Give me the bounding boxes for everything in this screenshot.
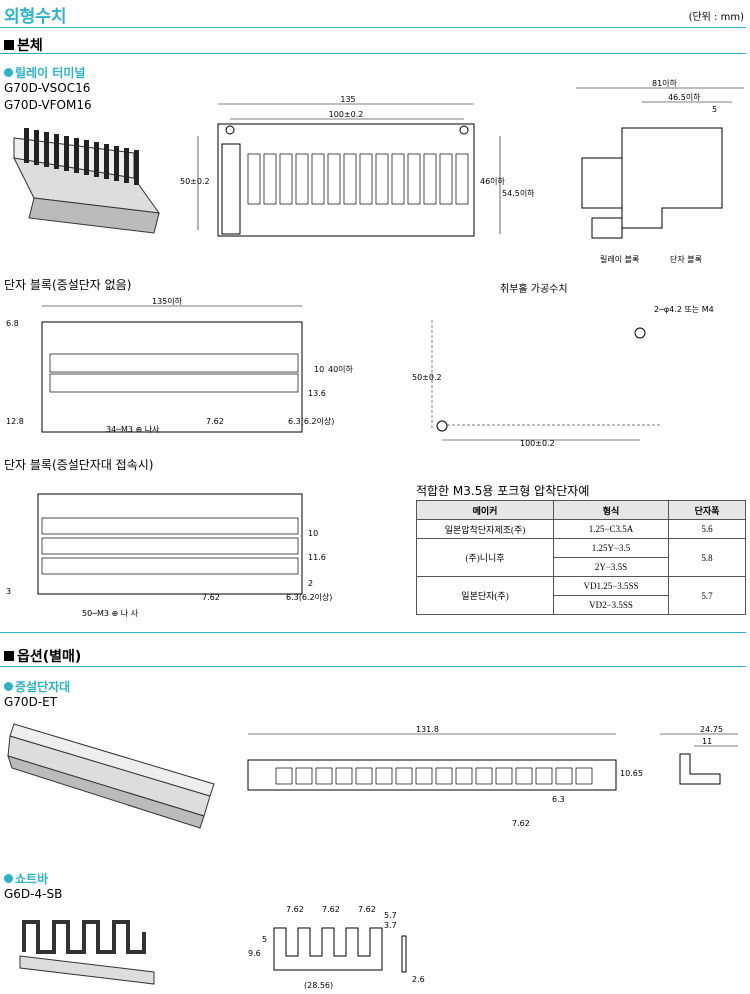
dim-135: 135: [340, 95, 355, 104]
option-top-rule: [0, 632, 746, 633]
dim-81: 81이하: [652, 78, 678, 88]
short-bar-front-drawing: 7.62 7.62 7.62 5.7 3.7 5 9.6 (28.56) 2.6: [248, 905, 425, 990]
label-terminal-block: 단자 블록: [670, 254, 702, 264]
relay-terminal-heading: 릴레이 터미널: [4, 64, 85, 81]
dim-46-5: 46.5이하: [668, 92, 701, 102]
hole-note: 2─φ4.2 또는 M4: [654, 305, 714, 314]
dim-sb-7-62-a: 7.62: [286, 905, 304, 914]
dim-5-7: 5.7: [384, 911, 397, 920]
dim-sb-5: 5: [262, 935, 267, 944]
mounting-heading: 취부홀 가공수치: [500, 284, 568, 295]
dim-2-6: 2.6: [412, 975, 425, 984]
dim-2: 2: [308, 579, 313, 588]
model-line-2: G70D-VFOM16: [4, 98, 92, 112]
short-bar-heading: 쇼트바: [4, 870, 48, 887]
crimp-table-heading: 적합한 M3.5용 포크형 압착단자예: [416, 484, 590, 498]
dim-6-3-e: 6.3: [552, 795, 565, 804]
bullet-icon: [4, 682, 13, 691]
bullet-icon: [4, 68, 13, 77]
screw-note-a: 34─M3 ⊕ 나사: [106, 425, 160, 434]
dim-6-8: 6.8: [6, 319, 19, 328]
col-maker: 메이커: [416, 500, 554, 520]
dim-10-b: 10: [308, 529, 318, 538]
table-row: 일본단자(주) VD1.25−3.5SS 5.7: [416, 576, 746, 615]
main-section-rule: [0, 53, 746, 54]
relay-side-drawing: 81이하 46.5이하 5 릴레이 블록 단자 블록: [576, 78, 744, 264]
dim-13-6: 13.6: [308, 389, 326, 398]
dim-6-3-b: 6.3(6.2이상): [286, 592, 332, 602]
main-section-heading: 본체: [4, 35, 43, 55]
bullet-icon: [4, 874, 13, 883]
short-bar-model: G6D-4-SB: [4, 887, 63, 901]
terminal-block-b-heading: 단자 블록(증설단자대 접속시): [4, 458, 154, 472]
dim-11: 11: [702, 737, 712, 746]
dim-28-56: (28.56): [304, 981, 333, 990]
dim-sb-7-62-b: 7.62: [322, 905, 340, 914]
option-section-rule: [0, 666, 746, 667]
dim-12-8: 12.8: [6, 417, 24, 426]
dim-3: 3: [6, 587, 11, 596]
dim-mount-50: 50±0.2: [412, 373, 442, 382]
dim-46: 46이하: [480, 176, 506, 186]
dim-10-65: 10.65: [620, 769, 643, 778]
dim-50: 50±0.2: [180, 177, 210, 186]
option-section-heading: 옵션(별매): [4, 646, 81, 666]
dim-7-62-e: 7.62: [512, 819, 530, 828]
relay-front-drawing: 135 100±0.2 50±0.2 46이하 54.5이하: [180, 95, 535, 237]
terminal-block-a-heading: 단자 블록(증설단자 없음): [4, 278, 132, 292]
dim-3-7: 3.7: [384, 921, 397, 930]
dim-10-a: 10: [314, 365, 324, 374]
dim-sb-7-62-c: 7.62: [358, 905, 376, 914]
section-square-icon: [4, 651, 14, 661]
dim-7-62-a: 7.62: [206, 417, 224, 426]
expansion-front-drawing: 131.8 10.65 6.3 7.62: [247, 725, 643, 828]
dim-mount-100: 100±0.2: [520, 439, 555, 448]
title-rule: [0, 27, 746, 28]
dim-100: 100±0.2: [329, 110, 364, 119]
table-row: (주)니니후 1.25Y−3.5 5.8: [416, 538, 746, 577]
section-square-icon: [4, 40, 14, 50]
expansion-model: G70D-ET: [4, 695, 58, 709]
col-type: 형식: [553, 500, 669, 520]
screw-note-b: 50─M3 ⊕ 나 사: [82, 609, 139, 618]
dim-24-75: 24.75: [700, 725, 723, 734]
crimp-table: 메이커 형식 단자폭 일본압착단자제조(주) 1.25−C3.5A 5.6 (주…: [416, 500, 746, 615]
dim-11-6: 11.6: [308, 553, 326, 562]
expansion-side-drawing: 24.75 11: [660, 725, 738, 785]
dim-131-8: 131.8: [416, 725, 439, 734]
mounting-drawing: 2─φ4.2 또는 M4 50±0.2 100±0.2: [412, 305, 714, 448]
relay-terminal-photo: [13, 128, 161, 234]
table-row: VD2−3.5SS: [417, 595, 746, 615]
table-row: 일본압착단자제조(주) 1.25−C3.5A 5.6: [416, 519, 746, 539]
dim-5: 5: [712, 105, 717, 114]
col-width: 단자폭: [668, 500, 746, 520]
dim-9-6: 9.6: [248, 949, 261, 958]
page-title: 외형수치: [4, 7, 67, 27]
dim-40: 40이하: [328, 364, 354, 374]
dim-54: 54.5이하: [502, 188, 535, 198]
expansion-photo: [7, 723, 215, 829]
short-bar-photo: [19, 920, 155, 985]
unit-note: (단위 : mm): [688, 12, 744, 23]
dim-6-3-a: 6.3(6.2이상): [288, 416, 334, 426]
expansion-heading: 증설단자대: [4, 678, 70, 695]
terminal-block-b-drawing: 10 11.6 2 3 7.62 6.3(6.2이상) 50─M3 ⊕ 나 사: [6, 493, 332, 618]
model-line-1: G70D-VSOC16: [4, 81, 91, 95]
terminal-block-a-drawing: 135이하 6.8 10 40이하 13.6 12.8 7.62 6.3(6.2…: [6, 296, 354, 434]
label-relay-block: 릴레이 블록: [600, 254, 639, 264]
dim-7-62-b: 7.62: [202, 593, 220, 602]
dim-135-a: 135이하: [152, 296, 183, 306]
